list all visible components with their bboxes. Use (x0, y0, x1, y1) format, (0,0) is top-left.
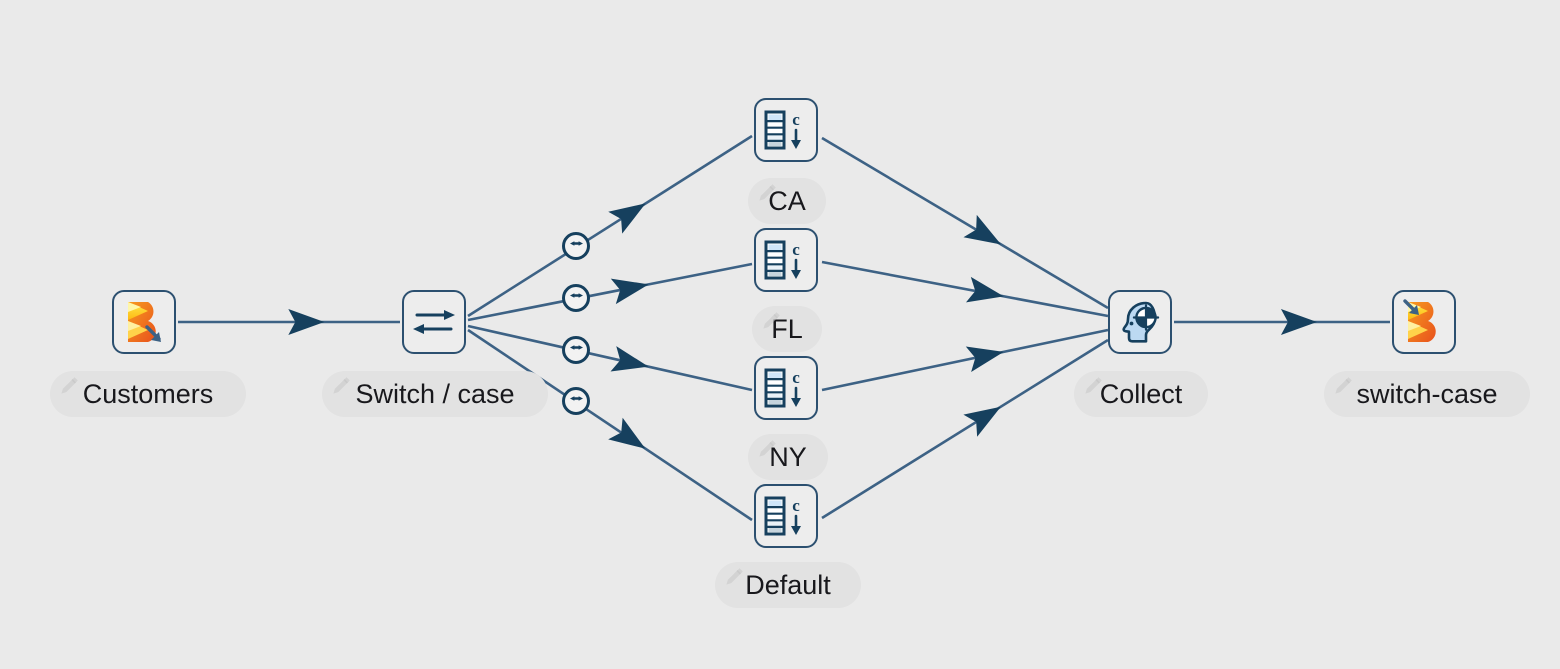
pencil-edit-icon[interactable] (723, 564, 745, 586)
connector-ny[interactable] (562, 336, 590, 364)
node-switch-case-out[interactable] (1392, 290, 1456, 354)
node-label-customers[interactable]: Customers (50, 371, 246, 417)
edge-ny-collect-arrowhead (965, 346, 1004, 372)
svg-text:c: c (792, 368, 800, 387)
node-label-switch-case-out[interactable]: switch-case (1324, 371, 1530, 417)
pencil-edit-icon[interactable] (756, 436, 778, 458)
pencil-edit-icon[interactable] (760, 308, 782, 330)
svg-text:c: c (792, 110, 800, 129)
node-collect[interactable] (1108, 290, 1172, 354)
head-target-collect-icon (1117, 299, 1163, 345)
node-label-text: Default (745, 569, 831, 600)
node-branch-ny[interactable]: c (754, 356, 818, 420)
connector-default[interactable] (562, 387, 590, 415)
pencil-edit-icon[interactable] (58, 373, 80, 395)
edge-customers-switch-arrowhead (288, 309, 325, 335)
edge-switch-default-arrowhead (608, 417, 646, 449)
node-label-collect[interactable]: Collect (1074, 371, 1208, 417)
pencil-edit-icon[interactable] (330, 373, 352, 395)
edge-switch-fl[interactable] (467, 262, 753, 322)
node-branch-fl[interactable]: c (754, 228, 818, 292)
node-switch-case-op[interactable] (402, 290, 466, 354)
connector-fl[interactable] (562, 284, 590, 312)
node-label-switch-case-op[interactable]: Switch / case (322, 371, 548, 417)
edge-switch-fl-arrowhead (610, 278, 649, 305)
edge-switch-default[interactable] (467, 328, 753, 522)
brand-b-import-icon (1401, 299, 1447, 345)
node-customers[interactable] (112, 290, 176, 354)
svg-text:c: c (792, 496, 800, 515)
brand-b-export-icon (121, 299, 167, 345)
node-label-branch-default[interactable]: Default (715, 562, 861, 608)
edge-default-collect[interactable] (821, 338, 1109, 520)
column-sort-c-icon: c (762, 492, 810, 540)
pencil-edit-icon[interactable] (1082, 373, 1104, 395)
node-label-text: NY (769, 441, 807, 472)
node-label-text: Switch / case (355, 378, 515, 409)
node-branch-default[interactable]: c (754, 484, 818, 548)
bidirectional-arrow-icon (568, 339, 585, 361)
bidirectional-arrow-icon (568, 390, 585, 412)
edge-ca-collect[interactable] (821, 136, 1109, 310)
column-sort-c-icon: c (762, 364, 810, 412)
bidirectional-arrow-icon (568, 235, 585, 257)
node-label-branch-fl[interactable]: FL (752, 306, 822, 352)
column-sort-c-icon: c (762, 106, 810, 154)
node-label-text: switch-case (1356, 378, 1498, 409)
column-sort-c-icon: c (762, 236, 810, 284)
edge-ca-collect-arrowhead (963, 214, 1002, 245)
edge-fl-collect[interactable] (821, 260, 1109, 318)
svg-text:c: c (792, 240, 800, 259)
edge-collect-output-arrowhead (1280, 309, 1317, 335)
edge-fl-collect-arrowhead (965, 276, 1004, 303)
node-branch-ca[interactable]: c (754, 98, 818, 162)
pencil-edit-icon[interactable] (756, 180, 778, 202)
switch-exchange-arrows-icon (411, 302, 457, 342)
pencil-edit-icon[interactable] (1332, 373, 1354, 395)
edge-switch-ca[interactable] (467, 134, 753, 318)
node-label-branch-ca[interactable]: CA (748, 178, 826, 224)
edge-switch-ca-arrowhead (608, 203, 646, 234)
edge-default-collect-arrowhead (963, 406, 1001, 437)
edge-ny-collect[interactable] (821, 328, 1109, 392)
bidirectional-arrow-icon (568, 287, 585, 309)
node-label-branch-ny[interactable]: NY (748, 434, 828, 480)
edge-switch-ny-arrowhead (610, 346, 649, 372)
node-label-text: CA (768, 185, 806, 216)
node-label-text: Customers (82, 378, 214, 409)
connector-ca[interactable] (562, 232, 590, 260)
node-label-text: Collect (1099, 378, 1183, 409)
